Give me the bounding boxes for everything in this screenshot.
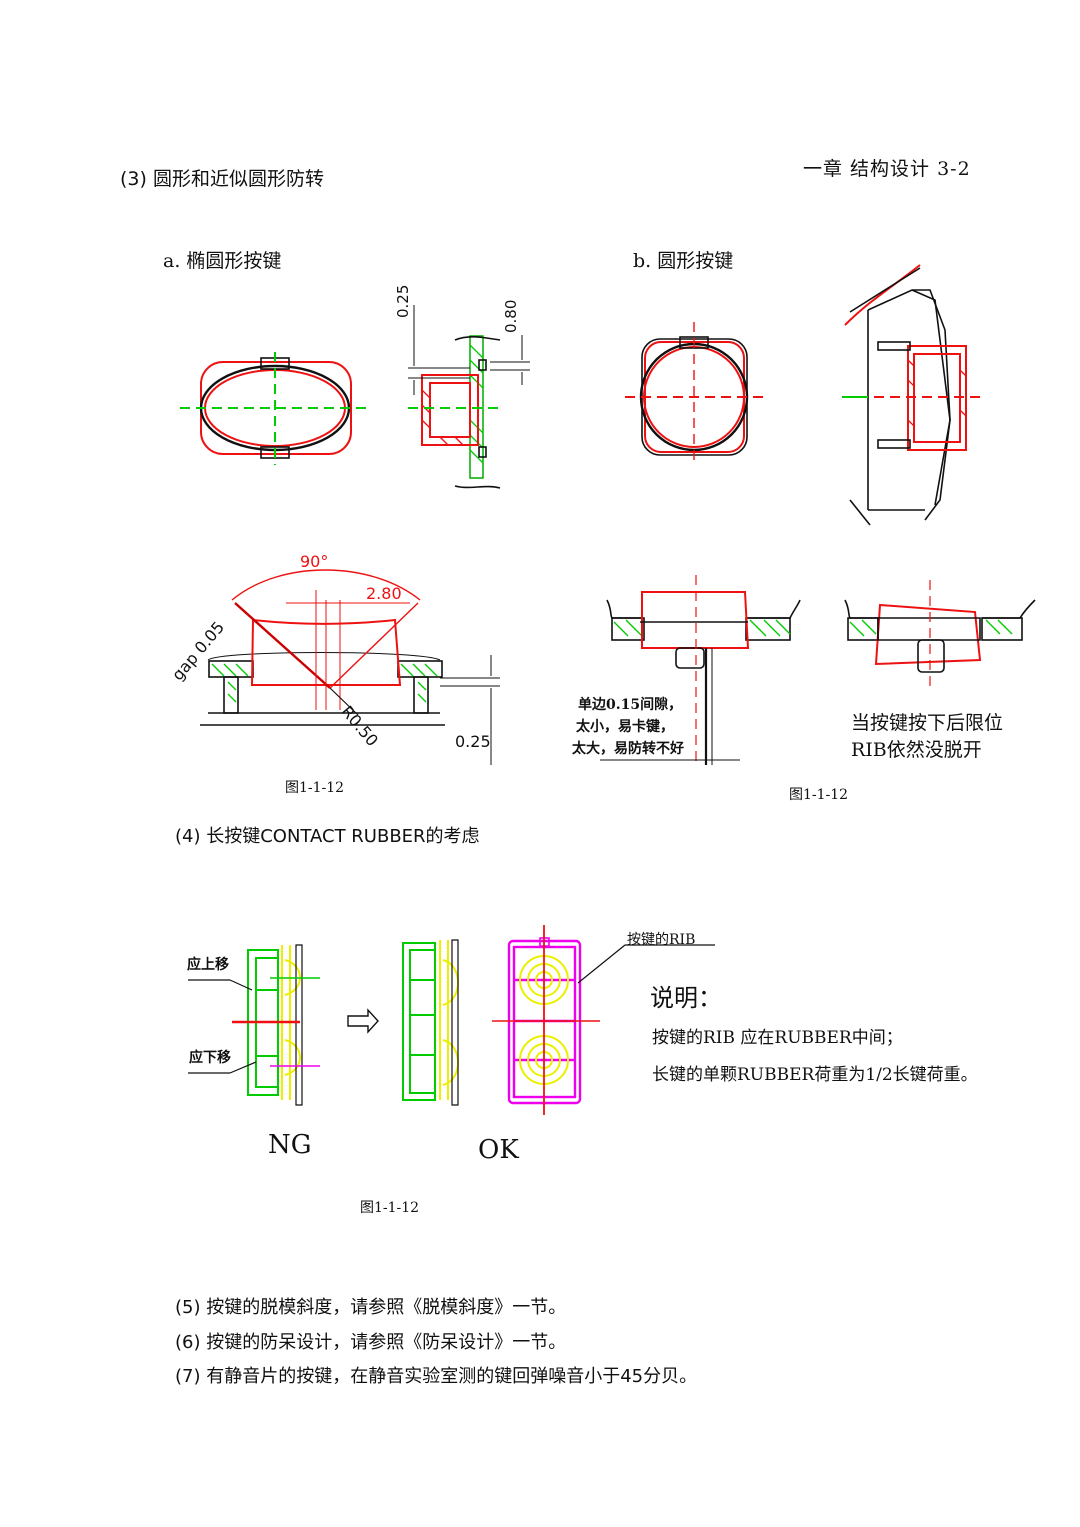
move-up-label: 应上移 [187, 957, 229, 973]
ok-label: OK [478, 1135, 519, 1165]
note-6: (6) 按键的防呆设计，请参照《防呆设计》一节。 [175, 1332, 567, 1353]
dim-2.80: 2.80 [366, 584, 402, 603]
figure-caption-3: 图1-1-12 [360, 1200, 420, 1216]
limit-note-line-1: 当按键按下后限位 [851, 712, 1004, 734]
limit-note: 当按键按下后限位 RIB依然没脱开 [851, 710, 1003, 764]
gap-note-line-2: 太小，易卡键， [576, 719, 674, 735]
gap-note-line-3: 太大，易防转不好 [572, 741, 684, 757]
note-5: (5) 按键的脱模斜度，请参照《脱模斜度》一节。 [175, 1297, 567, 1318]
figure-caption-1: 图1-1-12 [285, 780, 345, 796]
ng-diagram [188, 944, 320, 1106]
ng-label: NG [268, 1130, 312, 1160]
limit-note-line-2: RIB依然没脱开 [851, 739, 982, 761]
round-key-front [625, 322, 765, 465]
figure-b-label: b. 圆形按键 [633, 250, 734, 272]
section4-title: (4) 长按键CONTACT RUBBER的考虑 [175, 826, 480, 847]
rib-label: 按键的RIB [627, 932, 696, 948]
gap-note: 单边0.15间隙， 太小，易卡键， 太大，易防转不好 [572, 694, 684, 760]
note-7: (7) 有静音片的按键，在静音实验室测的键回弹噪音小于45分贝。 [175, 1366, 698, 1387]
ellipse-key-section [408, 305, 530, 489]
angle-90-label: 90° [300, 552, 329, 571]
gap-note-line-1: 单边0.15间隙， [578, 697, 683, 713]
figure-a-label: a. 椭圆形按键 [163, 250, 282, 272]
arrow-right-icon [347, 1008, 379, 1034]
figure-caption-2: 图1-1-12 [789, 787, 849, 803]
dim-0.80: 0.80 [502, 299, 520, 333]
key-gap-sections [600, 575, 1036, 765]
section3-title: (3) 圆形和近似圆形防转 [120, 168, 324, 190]
ok-middle-diagram [402, 939, 459, 1106]
dim-0.25-top: 0.25 [394, 284, 412, 318]
ok-right-diagram [492, 925, 715, 1115]
chapter-reference: 一章 结构设计 3-2 [803, 158, 971, 180]
dim-0.25-bottom: 0.25 [455, 732, 491, 751]
round-key-section [842, 264, 985, 526]
move-down-label: 应下移 [189, 1050, 231, 1066]
ellipse-key-front [180, 352, 372, 465]
explain-line-1: 按键的RIB 应在RUBBER中间； [652, 1028, 903, 1048]
explain-line-2: 长键的单颗RUBBER荷重为1/2长键荷重。 [652, 1065, 978, 1085]
explain-title: 说明： [650, 984, 722, 1012]
angle-section [200, 569, 500, 765]
